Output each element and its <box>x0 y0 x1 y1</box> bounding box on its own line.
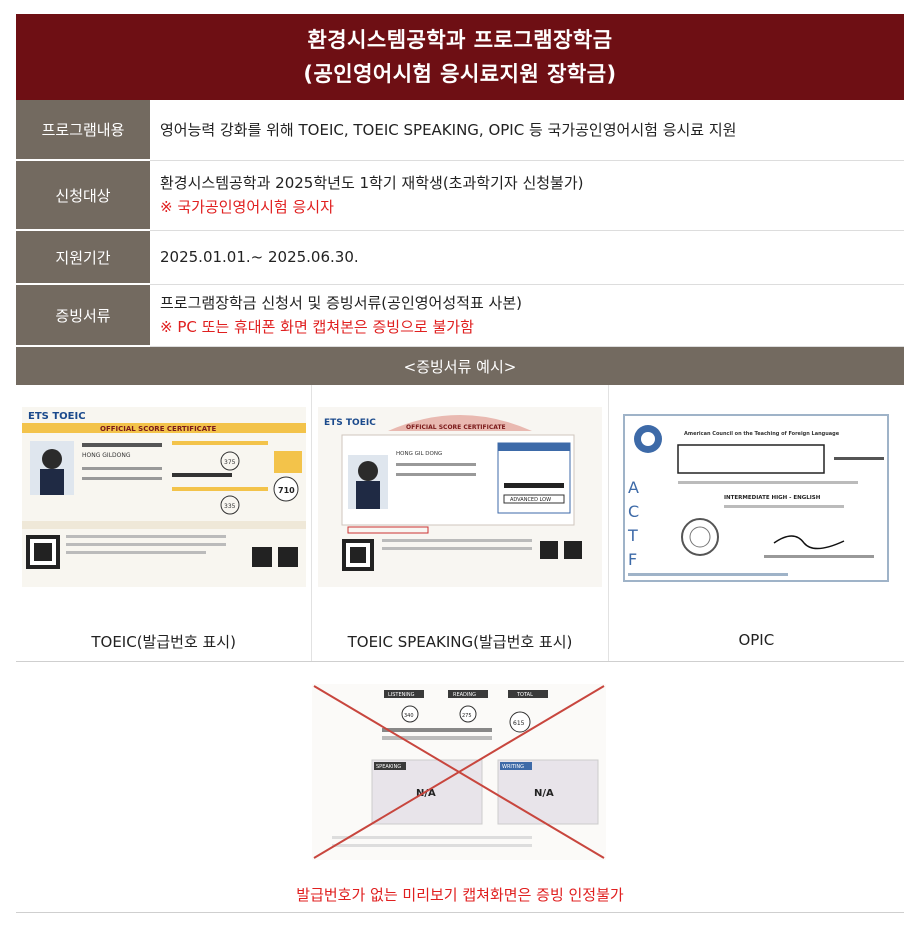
speaking-cert-title: OFFICIAL SCORE CERTIFICATE <box>406 424 506 431</box>
svg-text:N/A: N/A <box>534 788 554 799</box>
example-cards: ETS TOEIC OFFICIAL SCORE CERTIFICATE HON… <box>16 385 904 662</box>
row-text: 프로그램장학금 신청서 및 증빙서류(공인영어성적표 사본) <box>160 294 522 312</box>
opic-org: American Council on the Teaching of Fore… <box>684 431 840 437</box>
speaking-certificate-image: ETS TOEIC OFFICIAL SCORE CERTIFICATE HON… <box>317 407 602 587</box>
invalid-example: LISTENING READING TOTAL 340 275 615 SPEA… <box>16 662 904 913</box>
speaking-level: ADVANCED LOW <box>510 497 551 503</box>
row-period: 지원기간 2025.01.01.~ 2025.06.30. <box>16 230 904 285</box>
svg-text:ETS TOEIC: ETS TOEIC <box>28 411 86 422</box>
row-note: ※ PC 또는 휴대폰 화면 캡쳐본은 증빙으로 불가함 <box>160 318 474 336</box>
svg-text:WRITING: WRITING <box>502 764 524 770</box>
invalid-preview-image: LISTENING READING TOTAL 340 275 615 SPEA… <box>312 684 606 860</box>
svg-text:TOTAL: TOTAL <box>516 692 533 698</box>
toeic-total: 710 <box>278 486 295 495</box>
speaking-name: HONG GIL DONG <box>396 451 442 457</box>
invalid-caption: 발급번호가 없는 미리보기 캡쳐화면은 증빙 인정불가 <box>296 886 624 904</box>
row-text: 영어능력 강화를 위해 TOEIC, TOEIC SPEAKING, OPIC … <box>160 121 737 140</box>
row-label: 신청대상 <box>16 160 150 231</box>
opic-side-letters: A <box>628 478 639 497</box>
info-table: 프로그램내용 영어능력 강화를 위해 TOEIC, TOEIC SPEAKING… <box>16 100 904 347</box>
example-caption: TOEIC(발급번호 표시) <box>91 633 236 651</box>
svg-text:C: C <box>628 502 639 521</box>
row-value: 영어능력 강화를 위해 TOEIC, TOEIC SPEAKING, OPIC … <box>150 100 904 161</box>
svg-text:F: F <box>628 550 637 569</box>
example-caption: OPIC <box>738 631 775 649</box>
toeic-name: HONG GILDONG <box>82 452 131 459</box>
header-banner: 환경시스템공학과 프로그램장학금 (공인영어시험 응시료지원 장학금) <box>16 14 904 100</box>
row-value: 프로그램장학금 신청서 및 증빙서류(공인영어성적표 사본) ※ PC 또는 휴… <box>150 284 904 347</box>
row-label: 지원기간 <box>16 230 150 285</box>
row-documents: 증빙서류 프로그램장학금 신청서 및 증빙서류(공인영어성적표 사본) ※ PC… <box>16 284 904 347</box>
row-value: 2025.01.01.~ 2025.06.30. <box>150 230 904 285</box>
row-text: 2025.01.01.~ 2025.06.30. <box>160 248 359 266</box>
toeic-cert-title: OFFICIAL SCORE CERTIFICATE <box>100 425 216 433</box>
svg-text:375: 375 <box>224 459 236 466</box>
header-title-line2: (공인영어시험 응시료지원 장학금) <box>303 62 617 86</box>
header-title-line1: 환경시스템공학과 프로그램장학금 <box>307 28 613 52</box>
row-label: 프로그램내용 <box>16 100 150 161</box>
example-toeic: ETS TOEIC OFFICIAL SCORE CERTIFICATE HON… <box>16 385 313 661</box>
row-value: 환경시스템공학과 2025학년도 1학기 재학생(초과학기자 신청불가) ※ 국… <box>150 160 904 231</box>
svg-text:T: T <box>627 526 638 545</box>
row-note: ※ 국가공인영어시험 응시자 <box>160 198 334 216</box>
svg-text:615: 615 <box>513 720 525 727</box>
example-title: <증빙서류 예시> <box>16 347 904 385</box>
svg-text:275: 275 <box>462 713 472 719</box>
svg-text:ETS TOEIC: ETS TOEIC <box>324 418 376 428</box>
row-label: 증빙서류 <box>16 284 150 347</box>
svg-text:N/A: N/A <box>416 788 436 799</box>
example-caption: TOEIC SPEAKING(발급번호 표시) <box>347 633 573 651</box>
svg-text:340: 340 <box>404 713 414 719</box>
opic-level: INTERMEDIATE HIGH - ENGLISH <box>724 495 821 501</box>
example-opic: American Council on the Teaching of Fore… <box>609 385 904 661</box>
row-program: 프로그램내용 영어능력 강화를 위해 TOEIC, TOEIC SPEAKING… <box>16 100 904 161</box>
example-toeic-speaking: ETS TOEIC OFFICIAL SCORE CERTIFICATE HON… <box>312 385 609 661</box>
svg-text:LISTENING: LISTENING <box>388 692 415 698</box>
row-target: 신청대상 환경시스템공학과 2025학년도 1학기 재학생(초과학기자 신청불가… <box>16 160 904 231</box>
toeic-certificate-image: ETS TOEIC OFFICIAL SCORE CERTIFICATE HON… <box>21 407 306 587</box>
row-text: 환경시스템공학과 2025학년도 1학기 재학생(초과학기자 신청불가) <box>160 174 584 192</box>
svg-text:READING: READING <box>453 692 476 698</box>
svg-text:SPEAKING: SPEAKING <box>376 764 401 770</box>
svg-text:335: 335 <box>224 503 236 510</box>
opic-certificate-image: American Council on the Teaching of Fore… <box>614 407 899 587</box>
